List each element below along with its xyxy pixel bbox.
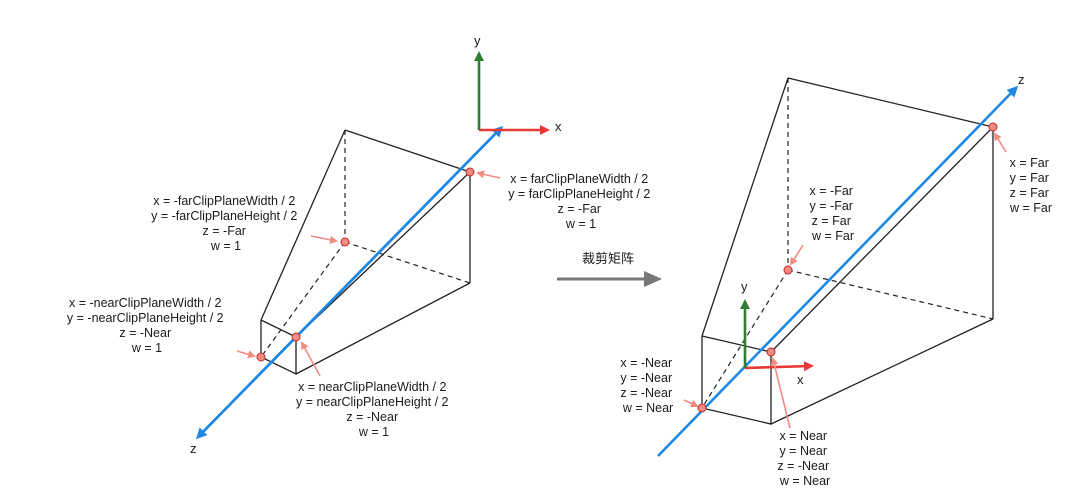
z-axis-label: z <box>1018 72 1025 87</box>
x-axis-label: x <box>797 372 804 387</box>
frustum-hidden-edge <box>344 241 471 284</box>
near-left-point <box>697 403 707 413</box>
z-axis-line <box>657 85 1019 457</box>
near-left-label: x = -nearClipPlaneWidth / 2 y = -nearCli… <box>67 296 227 355</box>
pointer-arrow <box>789 244 804 266</box>
pointer-arrow <box>236 350 256 359</box>
pointer-arrow <box>770 357 791 429</box>
near-right-label: x = nearClipPlaneWidth / 2 y = nearClipP… <box>296 380 452 439</box>
y-axis-label: y <box>474 33 481 48</box>
left-frustum <box>260 129 471 376</box>
y-axis-label: y <box>741 279 748 294</box>
near-plane <box>260 319 297 376</box>
z-axis-arrow-neg <box>195 127 502 440</box>
near-left-label: x = -Near y = -Near z = -Near w = Near <box>620 356 675 415</box>
left-pointers <box>236 167 501 377</box>
far-left-point <box>340 237 350 247</box>
pointer-arrow <box>476 170 501 179</box>
pointer-arrow <box>993 132 1007 153</box>
near-left-point <box>256 352 266 362</box>
frustum-edge <box>295 282 471 375</box>
near-bottom-label: x = Near y = Near z = -Near w = Near <box>777 429 832 488</box>
clip-edge <box>770 126 994 353</box>
near-plane <box>701 335 772 425</box>
pointer-arrow <box>310 235 338 244</box>
pointer-arrow <box>301 341 321 377</box>
near-right-point <box>291 332 301 342</box>
far-corner-point <box>988 122 998 132</box>
clip-edge <box>787 77 994 128</box>
right-pointers <box>683 122 1007 429</box>
transform-label: 裁剪矩阵 <box>582 251 634 266</box>
far-inner-point <box>783 265 793 275</box>
far-corner-label: x = Far y = Far z = Far w = Far <box>1009 156 1052 215</box>
right-axes: x y z <box>657 72 1025 457</box>
far-left-label: x = -farClipPlaneWidth / 2 y = -farClipP… <box>151 194 301 253</box>
x-axis-label: x <box>555 119 562 134</box>
clip-hidden-edge <box>787 269 994 320</box>
far-inner-label: x = -Far y = -Far z = Far w = Far <box>810 184 857 243</box>
near-bottom-point <box>766 347 776 357</box>
frustum-hidden-edge <box>260 241 346 358</box>
clip-edge <box>770 318 994 425</box>
z-axis-label: z <box>190 441 197 456</box>
frustum-edge <box>260 129 346 321</box>
far-right-point <box>465 167 475 177</box>
transform-arrow: 裁剪矩阵 <box>557 251 662 287</box>
clip-edge <box>701 77 789 337</box>
far-right-label: x = farClipPlaneWidth / 2 y = farClipPla… <box>508 172 654 231</box>
left-axes: x y z <box>190 33 562 456</box>
right-clip-volume <box>701 77 994 425</box>
frustum-edge <box>344 129 471 173</box>
pointer-arrow <box>683 399 699 408</box>
x-axis-line <box>744 361 814 372</box>
frustum-edge <box>295 171 471 338</box>
